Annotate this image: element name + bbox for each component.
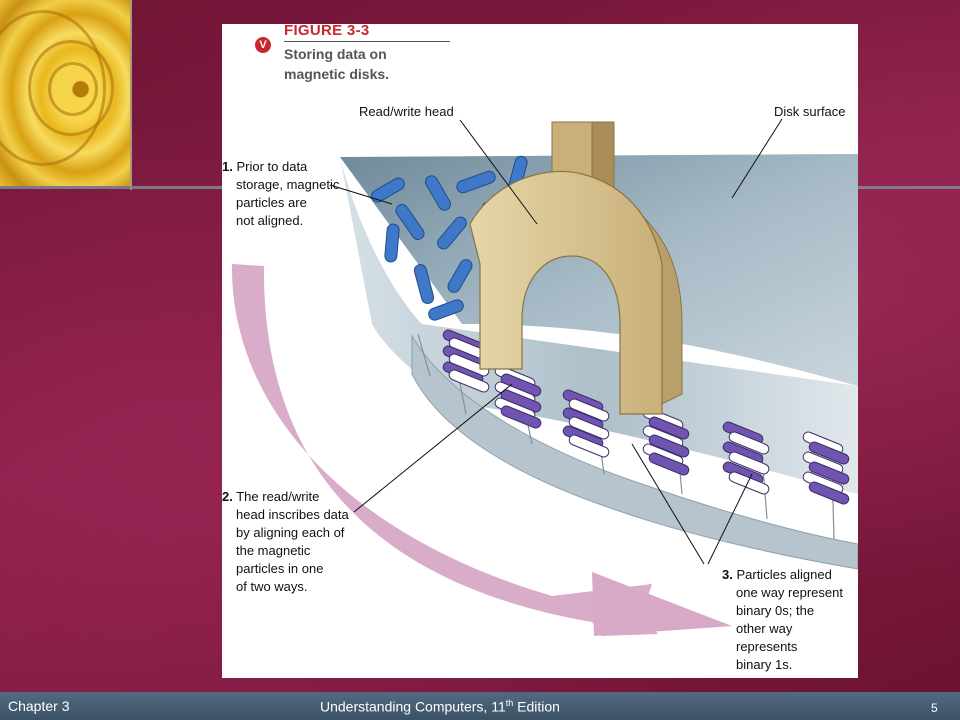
aligned-particle <box>500 405 542 429</box>
step-1-line: particles are <box>236 195 307 210</box>
step-1-line: Prior to data <box>236 159 308 174</box>
step-3-number: 3. <box>722 567 733 582</box>
step-3-line: Particles aligned <box>736 567 832 582</box>
disk-diagram <box>231 118 858 636</box>
step-2-line: by aligning each of <box>236 525 345 540</box>
aligned-particle <box>808 461 850 485</box>
header-divider-vertical <box>130 0 132 190</box>
step-2-line: head inscribes data <box>236 507 349 522</box>
aligned-particles <box>442 329 850 505</box>
book-title-suffix: Edition <box>513 698 560 715</box>
figure-title-line: magnetic disks. <box>284 66 390 82</box>
aligned-particle <box>728 471 770 495</box>
rose-image <box>0 0 130 186</box>
step-2-line: The read/write <box>236 489 320 504</box>
aligned-particle <box>448 369 490 393</box>
aligned-particle <box>568 416 610 440</box>
disk-side-edge <box>411 334 858 570</box>
book-title-superscript: th <box>505 698 514 708</box>
read-write-head <box>469 121 683 415</box>
step-2-line: the magnetic <box>236 543 311 558</box>
aligned-particle <box>568 398 610 422</box>
aligned-particle <box>728 451 770 475</box>
figure-panel: V FIGURE 3-3 Storing data on magnetic di… <box>222 24 858 678</box>
rotation-arrow-head <box>592 572 732 636</box>
step-3-line: represents <box>736 639 798 654</box>
step-3-line: binary 1s. <box>736 657 793 672</box>
aligned-particle <box>808 481 850 505</box>
aligned-particle <box>648 434 690 458</box>
step-3-line: binary 0s; the <box>736 603 815 618</box>
figure-title-line: Storing data on <box>284 46 387 62</box>
disk-top-surface <box>340 154 858 386</box>
figure-title: Storing data on magnetic disks. <box>284 44 484 84</box>
step-1-line: storage, magnetic <box>236 177 340 192</box>
aligned-particle <box>648 452 690 476</box>
footer-page-number: 5 <box>931 701 938 715</box>
aligned-particle <box>808 441 850 465</box>
label-step-1: 1. Prior to data storage, magnetic parti… <box>222 158 342 230</box>
step-1-line: not aligned. <box>236 213 304 228</box>
label-step-3: 3. Particles aligned one way represent b… <box>722 566 858 674</box>
step-2-number: 2. <box>222 489 233 504</box>
label-disk-surface: Disk surface <box>774 104 846 119</box>
step-3-line: other way <box>736 621 793 636</box>
aligned-particle <box>568 434 610 458</box>
label-read-write-head: Read/write head <box>359 104 454 119</box>
aligned-particle <box>728 431 770 455</box>
figure-caption-rule <box>284 41 450 42</box>
disk-track-band <box>340 157 858 494</box>
step-2-line: particles in one <box>236 561 324 576</box>
footer-chapter: Chapter 3 <box>8 698 70 714</box>
leader-lines <box>329 118 783 565</box>
step-3-line: one way represent <box>736 585 843 600</box>
aligned-particle <box>648 416 690 440</box>
footer-book-title: Understanding Computers, 11th Edition <box>320 698 560 715</box>
figure-badge-icon: V <box>255 37 271 53</box>
step-2-line: of two ways. <box>236 579 308 594</box>
figure-number: FIGURE 3-3 <box>284 24 370 39</box>
slide-footer: Chapter 3 Understanding Computers, 11th … <box>0 692 960 720</box>
step-1-number: 1. <box>222 159 233 174</box>
label-step-2: 2. The read/write head inscribes data by… <box>222 488 362 596</box>
book-title-text: Understanding Computers, 11 <box>320 698 506 715</box>
